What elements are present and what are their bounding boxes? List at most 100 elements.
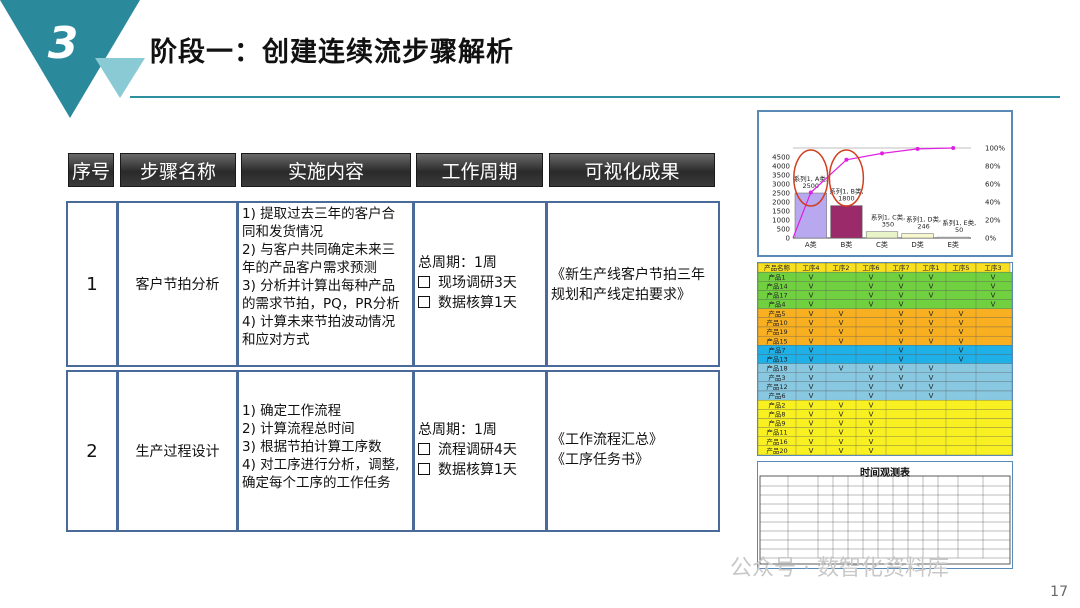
matrix-mark: V — [809, 273, 814, 281]
matrix-mark: V — [809, 420, 814, 428]
matrix-mark: V — [929, 292, 934, 300]
matrix-mark: V — [899, 310, 904, 318]
row1-content-line: 的需求节拍，PQ，PR分析 — [242, 296, 400, 312]
x-tick-label: D类 — [911, 240, 923, 249]
data-label: 350 — [882, 221, 894, 229]
matrix-mark: V — [929, 282, 934, 290]
matrix-row-label: 产品7 — [768, 345, 785, 354]
data-label: 系列1, D类, — [906, 215, 941, 224]
matrix-mark: V — [809, 292, 814, 300]
matrix-mark: V — [929, 374, 934, 382]
pareto-chart: 0500100015002000250030003500400045000%20… — [772, 145, 1005, 250]
matrix-row-label: 产品3 — [768, 373, 785, 382]
data-label: 系列1, C类, — [871, 213, 905, 222]
matrix-mark: V — [991, 273, 996, 281]
matrix-mark: V — [869, 420, 874, 428]
matrix-mark: V — [899, 356, 904, 364]
y2-tick-label: 60% — [985, 181, 1001, 189]
matrix-mark: V — [899, 282, 904, 290]
matrix-mark: V — [929, 383, 934, 391]
y-tick-label: 500 — [777, 226, 790, 234]
x-tick-label: E类 — [947, 240, 958, 249]
matrix-mark: V — [899, 365, 904, 373]
data-label: 2500 — [803, 182, 820, 190]
matrix-header-label: 工序1 — [922, 263, 939, 272]
row1-content: 1) 提取过去三年的客户合 同和发货情况 2) 与客户共同确定未来三 年的产品客… — [237, 201, 414, 367]
checkbox-icon — [418, 463, 430, 475]
y2-tick-label: 40% — [985, 199, 1001, 207]
row1-period-total: 总周期：1周 — [418, 255, 497, 271]
matrix-row-label: 产品17 — [766, 291, 787, 300]
matrix-row-label: 产品12 — [766, 382, 787, 391]
matrix-mark: V — [809, 383, 814, 391]
y-tick-label: 0 — [786, 235, 790, 243]
checkbox-icon — [418, 443, 430, 455]
matrix-mark: V — [929, 392, 934, 400]
y2-tick-label: 100% — [985, 145, 1005, 153]
matrix-mark: V — [839, 310, 844, 318]
matrix-mark: V — [899, 273, 904, 281]
matrix-mark: V — [869, 365, 874, 373]
matrix-mark: V — [929, 310, 934, 318]
x-tick-label: A类 — [805, 240, 817, 249]
matrix-mark: V — [839, 410, 844, 418]
cumulative-point — [880, 151, 884, 156]
y-tick-label: 1500 — [772, 208, 790, 216]
highlight-circle — [793, 149, 829, 207]
watermark: 公众号 · 数智化资料库 — [730, 556, 949, 581]
matrix-mark: V — [839, 319, 844, 327]
matrix-header-label: 工序2 — [832, 263, 849, 272]
matrix-mark: V — [991, 282, 996, 290]
checkbox-icon — [418, 296, 430, 308]
matrix-mark: V — [869, 447, 874, 455]
matrix-row-label: 产品20 — [766, 446, 787, 455]
matrix-mark: V — [809, 310, 814, 318]
y-tick-label: 3500 — [772, 172, 790, 180]
section-badge — [0, 0, 145, 118]
row1-content-line: 年的产品客户需求预测 — [242, 260, 377, 276]
row2-period-item: 数据核算1天 — [418, 460, 542, 480]
x-tick-label: C类 — [876, 240, 888, 249]
col-header-content: 实施内容 — [241, 153, 411, 187]
matrix-mark: V — [929, 365, 934, 373]
data-label: 系列1, B类, — [829, 187, 863, 196]
matrix-row-label: 产品13 — [766, 355, 787, 364]
cumulative-line — [792, 147, 954, 239]
matrix-mark: V — [809, 401, 814, 409]
col-header-step: 步骤名称 — [120, 153, 236, 187]
y-tick-label: 4000 — [772, 163, 790, 171]
matrix-mark: V — [869, 301, 874, 309]
matrix-mark: V — [899, 292, 904, 300]
matrix-mark: V — [959, 310, 964, 318]
matrix-mark: V — [809, 356, 814, 364]
matrix-mark: V — [809, 410, 814, 418]
matrix-header-label: 工序6 — [862, 263, 879, 272]
row2-content-line: 3) 根据节拍计算工序数 — [242, 439, 382, 455]
row1-content-line: 1) 提取过去三年的客户合 — [242, 206, 396, 222]
cumulative-point — [808, 190, 813, 195]
matrix-mark: V — [959, 356, 964, 364]
matrix-mark: V — [839, 447, 844, 455]
matrix-mark: V — [809, 346, 814, 354]
matrix-mark: V — [869, 429, 874, 437]
bar — [937, 236, 970, 239]
row1-content-line: 4) 计算未来节拍波动情况 — [242, 314, 396, 330]
matrix-row-label: 产品8 — [768, 409, 785, 418]
row2-step: 生产过程设计 — [117, 370, 238, 532]
matrix-mark: V — [839, 438, 844, 446]
matrix-mark: V — [899, 346, 904, 354]
row1-content-line: 3) 分析并计算出每种产品 — [242, 278, 396, 294]
y-tick-label: 2500 — [772, 190, 790, 198]
matrix-mark: V — [869, 410, 874, 418]
matrix-mark: V — [869, 438, 874, 446]
data-label: 1800 — [838, 195, 855, 203]
matrix-mark: V — [809, 374, 814, 382]
row1-period-item: 现场调研3天 — [418, 273, 542, 293]
matrix-mark: V — [809, 392, 814, 400]
bar — [865, 231, 899, 239]
row2-period-total: 总周期：1周 — [418, 422, 497, 438]
matrix-mark: V — [809, 438, 814, 446]
row2-period-item: 流程调研4天 — [418, 440, 542, 460]
matrix-mark: V — [991, 292, 996, 300]
